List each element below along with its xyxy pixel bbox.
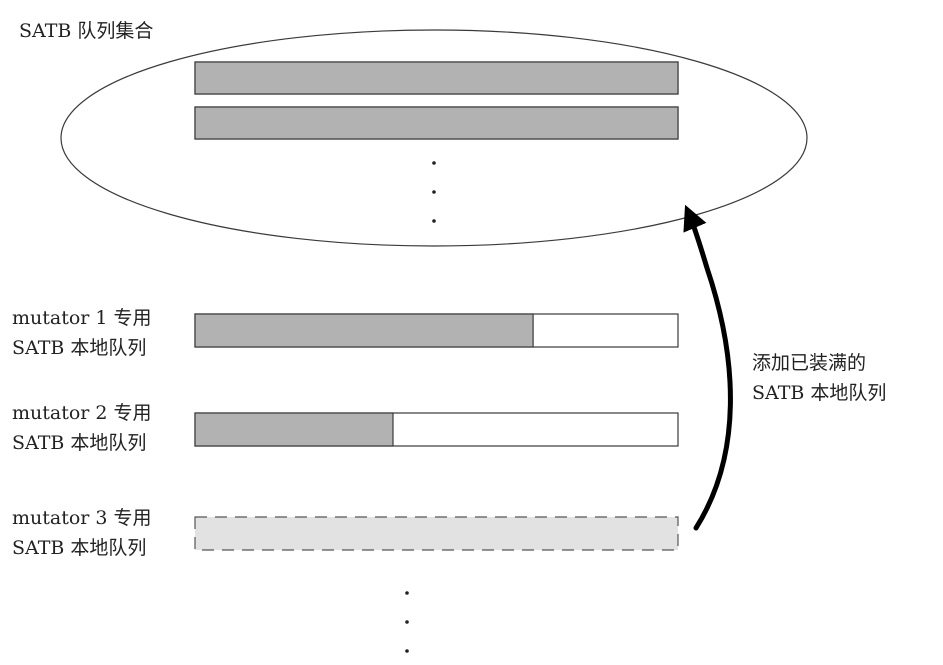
queue-dot-3 [405,649,409,653]
set-buffer-2-fill [194,106,679,140]
set-buffer-1-fill [194,61,679,95]
local-queue-3 [194,516,679,551]
set-buffer-2 [194,106,679,140]
local-queue-2-fill [194,412,394,447]
local-queue-label-2-line2: SATB 本地队列 [12,432,147,454]
local-queue-3-outline [194,516,679,551]
satb-queue-set-title: SATB 队列集合 [19,20,154,42]
local-queue-2 [194,412,679,447]
arrow-label-line1: 添加已装满的 [752,352,867,374]
set-buffer-1 [194,61,679,95]
queue-dot-2 [405,620,409,624]
add-full-queue-arrow [683,204,733,531]
set-dot-2 [432,190,436,194]
local-queue-1 [194,313,679,348]
local-queue-label-1-line1: mutator 1 专用 [12,307,152,329]
local-queue-1-fill [194,313,534,348]
arrow-label-line2: SATB 本地队列 [752,382,887,404]
queue-dot-1 [405,591,409,595]
local-queue-label-2: mutator 2 专用 SATB 本地队列 [12,398,152,458]
set-dot-3 [432,219,436,223]
local-queue-label-3-line1: mutator 3 专用 [12,507,152,529]
local-queue-label-3: mutator 3 专用 SATB 本地队列 [12,503,152,563]
queue-ellipsis-dots [405,591,409,653]
local-queue-label-1: mutator 1 专用 SATB 本地队列 [12,303,152,363]
queue-set-ellipse [60,29,808,247]
set-ellipsis-dots [432,161,436,223]
local-queue-label-2-line1: mutator 2 专用 [12,402,152,424]
local-queue-label-3-line2: SATB 本地队列 [12,537,147,559]
set-dot-1 [432,161,436,165]
local-queue-label-1-line2: SATB 本地队列 [12,337,147,359]
arrow-label: 添加已装满的 SATB 本地队列 [752,348,886,408]
